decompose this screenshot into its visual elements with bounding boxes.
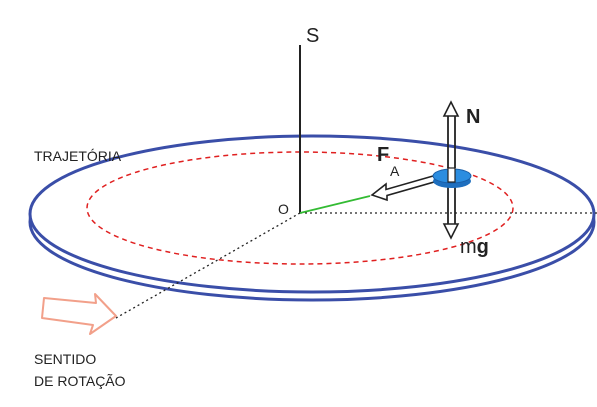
rotation-label-line2: DE ROTAÇÃO bbox=[34, 373, 126, 389]
normal-force-arrow bbox=[442, 100, 460, 168]
rotation-direction-arrow bbox=[41, 293, 117, 335]
weight-label: mg bbox=[460, 236, 489, 258]
radius-line bbox=[299, 195, 371, 214]
weight-gravity-label: g bbox=[477, 236, 489, 258]
weight-force-arrow bbox=[442, 180, 460, 240]
axis-label: S bbox=[306, 25, 319, 47]
rotation-label-line1: SENTIDO bbox=[34, 351, 96, 367]
friction-force-subscript: A bbox=[390, 163, 400, 179]
friction-force-label: F bbox=[377, 144, 389, 166]
trajectory-label: TRAJETÓRIA bbox=[34, 148, 122, 164]
origin-label: O bbox=[278, 201, 289, 217]
block-on-disk bbox=[432, 167, 472, 188]
weight-mass-label: m bbox=[460, 236, 477, 258]
normal-force-label: N bbox=[466, 106, 480, 128]
dotted-radius-lower-left bbox=[115, 212, 301, 319]
